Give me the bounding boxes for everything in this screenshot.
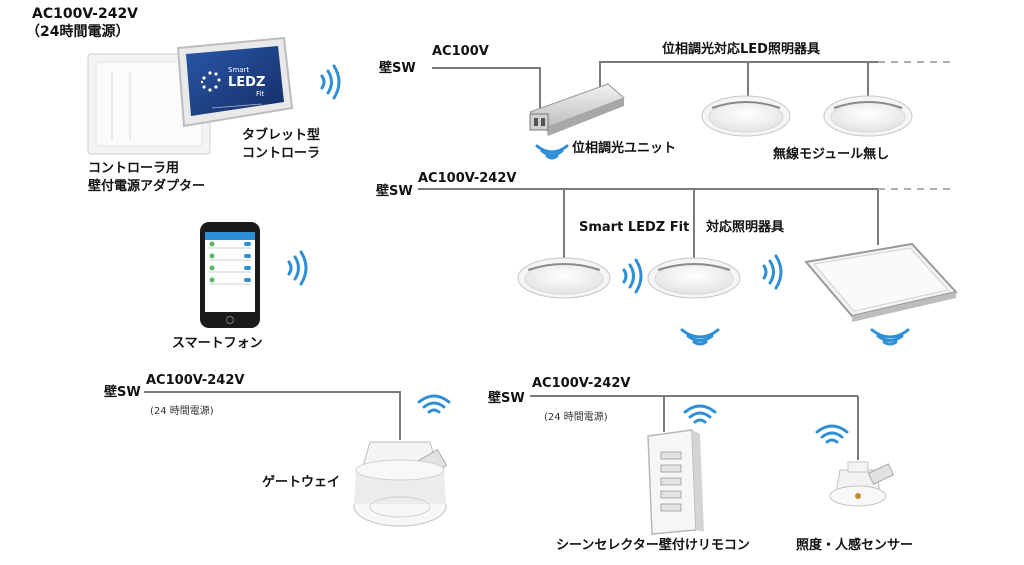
panel-light: [804, 242, 958, 322]
tablet-screen-brand-big: LEDZ: [228, 75, 265, 90]
gateway-power-note: (24 時間電源): [150, 406, 214, 417]
gateway-power-label: AC100V-242V: [146, 373, 245, 388]
row1-title: 位相調光対応LED照明器具: [662, 42, 820, 57]
wave-icon-downlight-2: [762, 254, 783, 290]
gateway-device: [353, 441, 448, 527]
illuminance-motion-sensor: [829, 461, 895, 507]
sensor-label: 照度・人感センサー: [796, 538, 914, 553]
wave-icon-panel: [870, 328, 910, 346]
no-module-label: 無線モジュール無し: [773, 147, 890, 162]
adapter-label-line2: 壁付電源アダプター: [88, 179, 206, 194]
adapter-label: コントローラ用: [88, 161, 180, 176]
wave-icon-gateway: [417, 394, 451, 414]
gateway-switch-label: 壁SW: [104, 385, 141, 400]
controller-power-label: AC100V-242V: [32, 6, 139, 22]
wire-row1-luminaires: [599, 61, 878, 92]
wireless-waves: [287, 64, 910, 444]
smartphone: [200, 222, 260, 328]
row1-switch-label: 壁SW: [379, 61, 416, 76]
sc-power-label: AC100V-242V: [532, 376, 631, 391]
scene-selector-remote: [647, 429, 704, 535]
wire-row1-to-phase-unit: [432, 67, 541, 112]
wave-icon-tablet: [320, 64, 341, 100]
downlight-row1-2: [823, 95, 913, 137]
tablet-screen-brand-small: Smart: [228, 66, 249, 74]
downlight-row1-1: [701, 95, 791, 137]
downlight-row2-1: [517, 257, 611, 299]
row2-switch-label: 壁SW: [376, 184, 413, 199]
wave-icon-phase-unit: [535, 144, 569, 160]
phase-unit-label: 位相調光ユニット: [572, 141, 677, 156]
wave-icon-smartphone: [287, 250, 308, 286]
wave-icon-row2-center: [680, 328, 720, 346]
wave-icon-scene-selector: [683, 404, 717, 424]
phase-dimming-unit: [529, 83, 625, 136]
scene-selector-label: シーンセレクター壁付けリモコン: [556, 538, 750, 553]
row2-power-label: AC100V-242V: [418, 171, 517, 186]
downlight-row2-2: [647, 257, 741, 299]
wire-gateway: [144, 391, 401, 440]
smartphone-label: スマートフォン: [172, 336, 263, 351]
tablet-screen-brand-sub: Fit: [256, 90, 264, 98]
sc-power-note: (24 時間電源): [544, 412, 608, 423]
controller-power-note: （24時間電源）: [26, 24, 130, 40]
wiring: [144, 61, 879, 460]
wave-icon-downlight-1: [622, 258, 643, 294]
tablet-controller: Smart LEDZ Fit: [176, 36, 294, 128]
row2-title-a: Smart LEDZ Fit: [579, 220, 690, 235]
tablet-label: タブレット型: [242, 128, 321, 143]
gateway-label: ゲートウェイ: [262, 475, 341, 490]
tablet-loading-ring: [200, 71, 221, 92]
tablet-label-line2: コントローラ: [242, 146, 321, 161]
row1-power-label: AC100V: [432, 44, 489, 59]
sc-switch-label: 壁SW: [488, 391, 525, 406]
wave-icon-sensor: [815, 424, 849, 444]
row2-title-b: 対応照明器具: [706, 220, 785, 235]
